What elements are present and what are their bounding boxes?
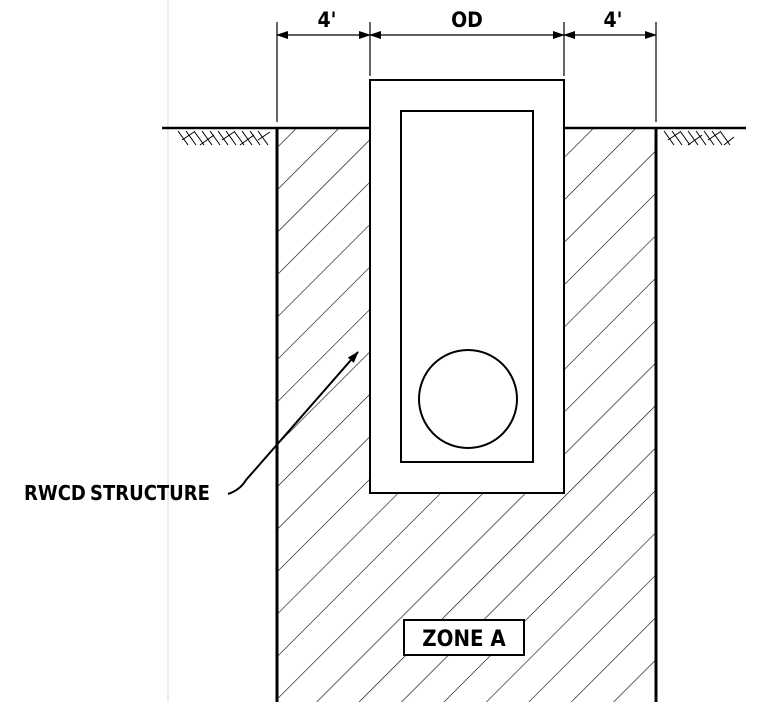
rwcd-structure-outer	[369, 79, 565, 494]
zone-label-box	[403, 619, 525, 656]
pipe-opening	[418, 349, 518, 449]
callout-leader-line	[227, 351, 359, 495]
callout-label-structure: STRUCTURE	[90, 481, 210, 505]
zone-label: ZONE A	[422, 627, 506, 652]
dimension-label-structure-width: OD	[451, 8, 483, 32]
callout-label-rwcd: RWCD	[24, 481, 86, 505]
dimension-label-left-clearance: 4'	[318, 8, 337, 32]
earth-symbol-left	[177, 130, 271, 146]
rwcd-structure-inner	[400, 110, 534, 463]
dimension-label-right-clearance: 4'	[604, 8, 623, 32]
earth-symbol-right	[663, 130, 735, 146]
